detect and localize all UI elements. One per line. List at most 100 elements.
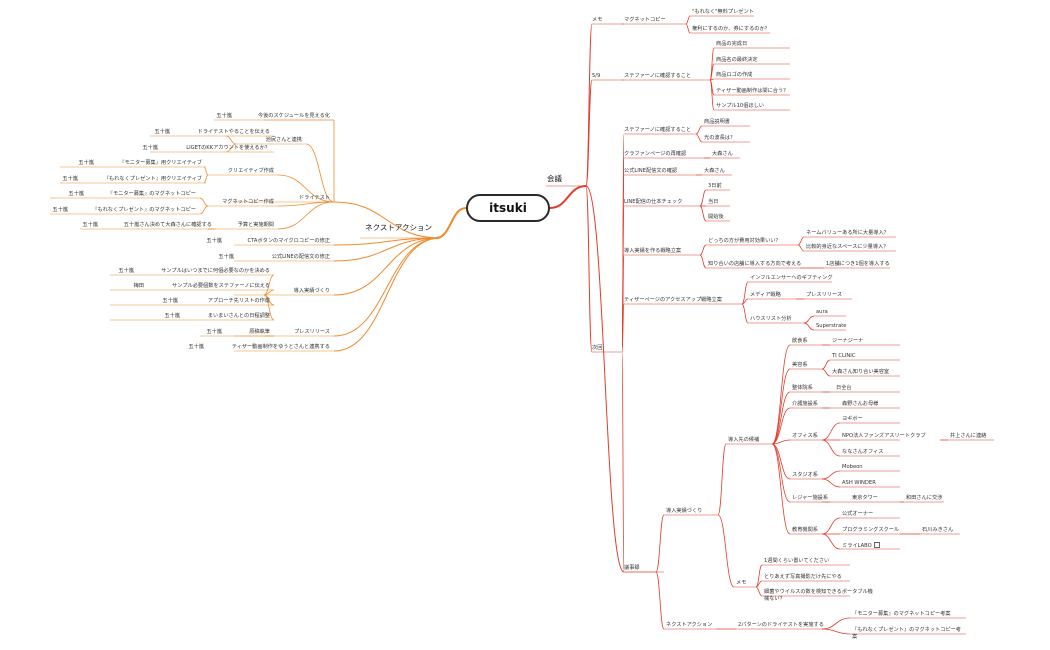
node[interactable]: 3日前 xyxy=(708,183,722,189)
node[interactable]: 当日 xyxy=(708,199,719,205)
node[interactable]: CTAボタンのマイクロコピーの修正 xyxy=(247,238,330,244)
node[interactable]: 『モニター募集』のマグネットコピー考案 xyxy=(852,611,951,617)
node[interactable]: ネクストアクション xyxy=(666,622,713,628)
node[interactable]: 『もれなくプレゼント』のマグネットコピー xyxy=(92,207,196,213)
node[interactable]: LIGETのKKアカウントを使えるか？ xyxy=(186,145,270,151)
node[interactable]: ネームバリューある所に大量導入？ xyxy=(806,230,889,236)
node[interactable]: レジャー施設系 xyxy=(792,495,829,501)
node[interactable]: 商品ロゴの作成 xyxy=(716,72,753,78)
node[interactable]: LINE配信の仕本チェック xyxy=(624,199,683,205)
node[interactable]: 1週間くらい置いてください xyxy=(764,558,830,564)
node[interactable]: ヨギボー xyxy=(842,416,863,422)
node[interactable]: 和田さんに交渉 xyxy=(906,495,943,501)
node[interactable]: ドライテストやることを伝える xyxy=(197,129,270,135)
node[interactable]: 大森さん xyxy=(712,151,733,157)
node[interactable]: マグネットコピー作成 xyxy=(222,199,274,205)
node[interactable]: 大森さん xyxy=(704,168,725,174)
external-link-icon[interactable] xyxy=(873,542,880,548)
node[interactable]: 細菌やウイルスの数を検知できるポータブル機 xyxy=(764,589,873,595)
node[interactable]: 森野さんお母様 xyxy=(842,401,879,407)
node[interactable]: オフィス系 xyxy=(792,433,818,439)
node[interactable]: ティザー動画制作をゆうとさんと連携する xyxy=(231,344,330,350)
node[interactable]: サンプルはいつまでに何個必要なのかを決める xyxy=(161,268,270,274)
node[interactable]: Superstrate xyxy=(816,323,847,329)
node[interactable]: "もれなく"無料プレゼント xyxy=(692,9,754,15)
node[interactable]: とりあえず写真撮影だけ先にやる xyxy=(764,574,842,580)
node[interactable]: ステファーノに確認すること xyxy=(624,73,692,79)
node[interactable]: 教育機関系 xyxy=(792,527,818,533)
node[interactable]: 1店舗につき1個を導入する xyxy=(826,261,890,267)
node[interactable]: スタジオ系 xyxy=(792,472,818,478)
node[interactable]: 東京タワー xyxy=(852,495,878,501)
topic-kaigi[interactable]: 会議 xyxy=(547,174,562,183)
node[interactable]: サンプル10個ほしい xyxy=(716,103,764,109)
node[interactable]: ティザーページのアクセスアップ戦略立案 xyxy=(624,297,722,303)
node[interactable]: 導入実績づくり xyxy=(293,288,330,294)
node[interactable]: 商品名の最終決定 xyxy=(716,57,758,63)
node[interactable]: 五十嵐さん決めて大森さんに確認する xyxy=(123,222,212,228)
node[interactable]: 導入実績を作る戦略立案 xyxy=(624,248,682,254)
node[interactable]: プレスリリース xyxy=(806,292,843,298)
node[interactable]: 美容系 xyxy=(792,362,808,368)
node[interactable]: 今後のスケジュールを見える化 xyxy=(257,113,330,119)
node[interactable]: 公式LINE配信文の確認 xyxy=(624,168,678,174)
node[interactable]: 光の波長は？ xyxy=(704,135,736,141)
node[interactable]: クラファンページの再確認 xyxy=(624,151,687,157)
node[interactable]: 商品の完成日 xyxy=(716,41,748,47)
node[interactable]: 飲食系 xyxy=(792,338,808,344)
node[interactable]: ドライテスト xyxy=(298,195,330,201)
node[interactable]: 権利にするのか、券にするのか？ xyxy=(692,26,770,32)
node[interactable]: 『モニター募集』のマグネットコピー xyxy=(107,191,196,197)
node[interactable]: TI CLINIC xyxy=(832,353,856,359)
node[interactable]: aura xyxy=(816,309,828,315)
node[interactable]: 知り合いの店舗に導入する方向で考える xyxy=(708,261,802,267)
node[interactable]: 開始後 xyxy=(708,214,724,220)
central-topic-itsuki[interactable]: itsuki xyxy=(466,194,550,222)
node[interactable]: どっちの方が費用対効果いい？ xyxy=(708,238,781,244)
node[interactable]: ハウスリスト分析 xyxy=(750,316,792,322)
node[interactable]: アプローチ先リストの作成 xyxy=(207,298,270,304)
node[interactable]: クリエイティブ作成 xyxy=(227,168,274,174)
node[interactable]: ASH WINDER xyxy=(842,480,876,486)
node[interactable]: サンプル必要個数をステファーノに伝える xyxy=(172,283,270,289)
node[interactable]: 『モニター募集』用クリエイティブ xyxy=(119,160,202,166)
topic-5-9[interactable]: 5/9 xyxy=(592,73,601,79)
node[interactable]: 『もれなくプレゼント』のマグネットコピー考 xyxy=(852,627,961,633)
node[interactable]: 池尻さんと連携 xyxy=(265,137,302,143)
node[interactable]: 『もれなくプレゼント』用クリエイティブ xyxy=(103,176,202,182)
node[interactable]: 整体院系 xyxy=(792,385,813,391)
node[interactable]: 導入実績づくり xyxy=(666,508,703,514)
topic-next-action[interactable]: ネクストアクション xyxy=(365,223,432,232)
node[interactable]: ジーナジーナ xyxy=(832,338,864,344)
node[interactable]: ななさんオフィス xyxy=(842,449,884,455)
node[interactable]: まいまいさんとの日程調整 xyxy=(207,313,270,319)
node[interactable]: 案 xyxy=(852,634,858,640)
topic-jikai[interactable]: 次回 xyxy=(592,345,603,351)
node[interactable]: 大森さん知り合い美容室 xyxy=(832,369,890,375)
node[interactable]: 予算と実施期間 xyxy=(237,222,274,228)
node[interactable]: 2パターンのドライテストを実施する xyxy=(738,622,824,628)
node[interactable]: インフルエンサーへのギフティング xyxy=(750,275,833,281)
node[interactable]: 介護施設系 xyxy=(792,401,818,407)
node[interactable]: NPO法人ファンズアスリートクラブ xyxy=(842,433,926,439)
node[interactable]: 比較的身近なスペースに少量導入？ xyxy=(806,244,889,250)
topic-magnet-copy[interactable]: マグネットコピー xyxy=(624,17,666,23)
node[interactable]: 公式LINEの配信文の修正 xyxy=(271,254,330,260)
node[interactable]: メモ xyxy=(736,580,747,586)
node[interactable]: 械ない？ xyxy=(764,596,785,602)
node[interactable]: 公式オーナー xyxy=(842,511,874,517)
topic-gijiroku[interactable]: 議事録 xyxy=(624,565,640,571)
node[interactable]: Mobeon xyxy=(842,464,863,470)
node[interactable]: 日全台 xyxy=(836,385,852,391)
node[interactable]: ミライLABO xyxy=(842,542,880,549)
node[interactable]: 導入先の候補 xyxy=(728,437,760,443)
node[interactable]: メディア戦略 xyxy=(750,292,781,298)
node[interactable]: 井上さんに連絡 xyxy=(950,433,987,439)
node[interactable]: プログラミングスクール xyxy=(842,527,900,533)
node[interactable]: ステファーノに確認すること xyxy=(624,127,692,133)
topic-memo[interactable]: メモ xyxy=(592,17,603,23)
node[interactable]: 商品説明書 xyxy=(704,119,730,125)
node[interactable]: ティザー動画制作は間に合う？ xyxy=(716,88,789,94)
node[interactable]: 原稿執筆 xyxy=(249,329,270,335)
node[interactable]: プレスリリース xyxy=(293,329,330,335)
